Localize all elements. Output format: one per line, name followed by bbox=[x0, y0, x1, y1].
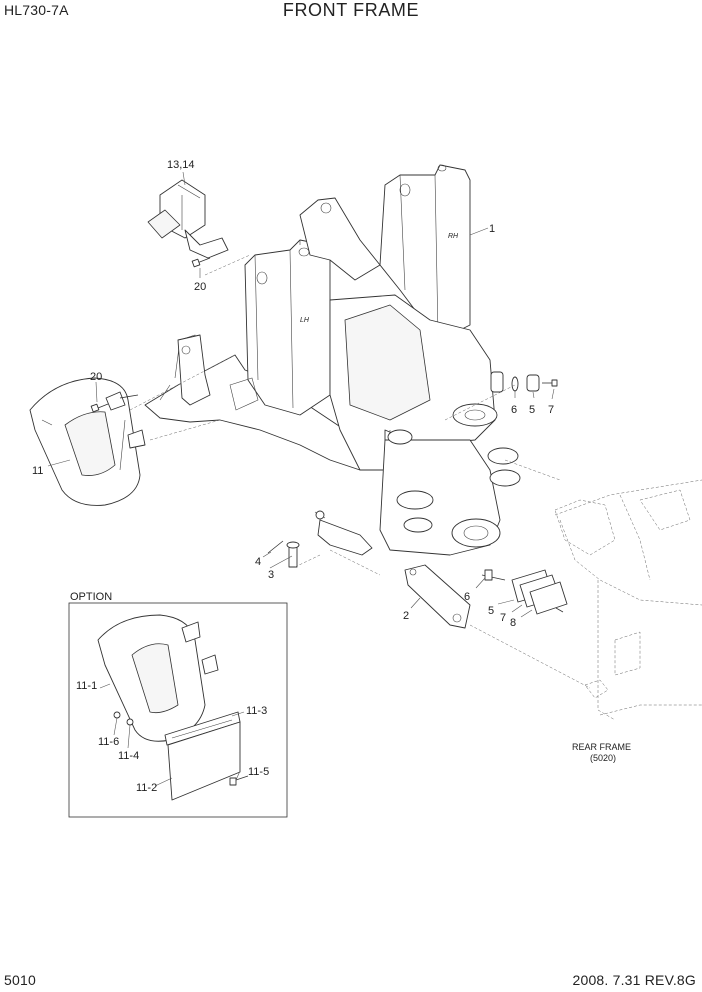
callout-1: 1 bbox=[489, 223, 495, 235]
rear-frame-outline bbox=[554, 479, 702, 721]
page-number: 5010 bbox=[4, 972, 36, 988]
fender-11 bbox=[29, 377, 146, 506]
callout-3: 3 bbox=[268, 569, 274, 581]
option-box bbox=[68, 602, 288, 818]
callout-11-1: 11-1 bbox=[76, 680, 97, 692]
callout-11-4: 11-4 bbox=[118, 750, 139, 762]
callout-4: 4 bbox=[255, 556, 261, 568]
callout-7-upper: 7 bbox=[548, 404, 554, 416]
frame-marks: RH LH bbox=[300, 233, 459, 324]
rear-frame-ref: (5020) bbox=[590, 753, 616, 763]
leader-lines bbox=[47, 171, 591, 689]
callout-5-lower: 5 bbox=[488, 605, 494, 617]
link-lug-left bbox=[396, 490, 434, 510]
callout-13-14: 13,14 bbox=[167, 159, 195, 171]
callout-8: 8 bbox=[510, 617, 516, 629]
callout-labels: 13,14 1 20 20 11 6 5 7 4 3 2 6 5 7 8 bbox=[32, 159, 554, 629]
bolt-20-fender bbox=[90, 403, 109, 413]
bolt-7-upper bbox=[542, 379, 558, 387]
callout-11-6: 11-6 bbox=[98, 736, 119, 748]
link-bar-2 bbox=[404, 564, 471, 629]
rear-frame-label: REAR FRAME bbox=[572, 742, 631, 752]
callout-2: 2 bbox=[403, 610, 409, 622]
pin-3 bbox=[286, 541, 300, 568]
bolt-20-upper bbox=[191, 257, 211, 268]
option-labels: OPTION 11-1 11-3 11-6 11-4 11-5 11-2 bbox=[70, 591, 269, 794]
callout-20-upper: 20 bbox=[194, 281, 206, 293]
callout-6-upper: 6 bbox=[511, 404, 517, 416]
lh-mark: LH bbox=[300, 317, 310, 324]
front-frame-bottom-plate bbox=[317, 519, 373, 556]
callout-5-upper: 5 bbox=[529, 404, 535, 416]
left-mounting-bracket bbox=[177, 334, 211, 406]
pad-5-upper bbox=[526, 374, 540, 392]
hinge-pin-lower-right bbox=[489, 469, 521, 487]
cylinder-mount bbox=[387, 429, 413, 445]
callout-11-3: 11-3 bbox=[246, 705, 267, 717]
callout-20-fender: 20 bbox=[90, 371, 102, 383]
option-label: OPTION bbox=[70, 591, 112, 603]
step-guard-13-14 bbox=[147, 179, 229, 259]
rh-mark: RH bbox=[448, 233, 459, 240]
callout-11: 11 bbox=[32, 465, 43, 477]
shims-7-8 bbox=[511, 569, 568, 615]
page-title: FRONT FRAME bbox=[282, 0, 420, 20]
hinge-pin-upper-right bbox=[487, 447, 519, 465]
rear-frame-reference: REAR FRAME (5020) bbox=[572, 742, 631, 763]
stop-block-upper bbox=[490, 371, 504, 393]
upper-hinge-boss bbox=[452, 403, 498, 427]
model-code: HL730-7A bbox=[4, 2, 69, 18]
lower-hinge-boss bbox=[451, 518, 501, 548]
link-lug-center bbox=[403, 517, 433, 533]
callout-6-lower: 6 bbox=[464, 591, 470, 603]
callout-11-5: 11-5 bbox=[248, 766, 269, 778]
callout-7-lower: 7 bbox=[500, 612, 506, 624]
front-frame-assembly bbox=[144, 164, 521, 556]
washer-6-upper bbox=[511, 376, 519, 392]
callout-11-2: 11-2 bbox=[136, 782, 157, 794]
front-frame-middle-tower bbox=[299, 197, 381, 281]
bolt-6-lower bbox=[481, 569, 506, 581]
front-frame-lh-tower bbox=[244, 239, 331, 416]
front-frame-rh-tower bbox=[379, 164, 471, 341]
revision-date: 2008. 7.31 REV.8G bbox=[572, 972, 696, 988]
split-pin-4 bbox=[267, 540, 284, 554]
